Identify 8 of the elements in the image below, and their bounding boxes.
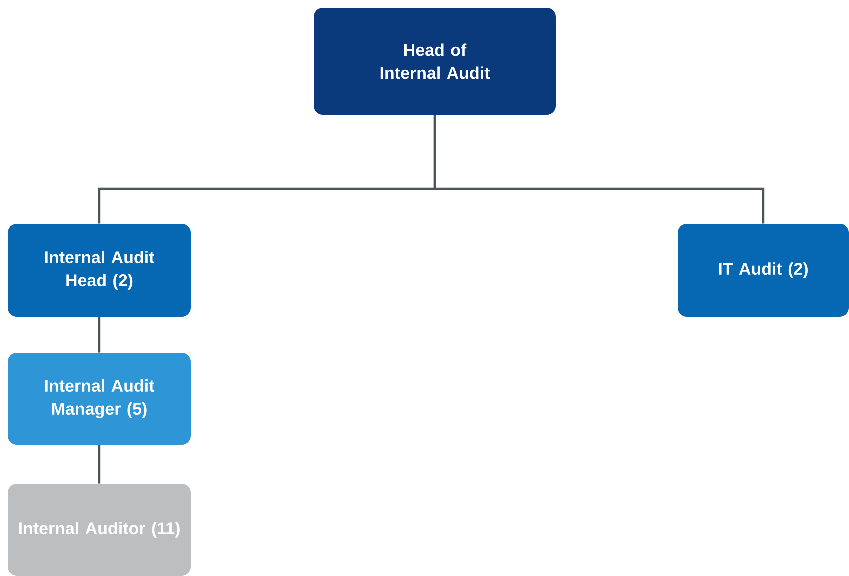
- org-box: Head of Internal Audit: [314, 8, 556, 115]
- org-box: Internal Auditor (11): [8, 484, 191, 576]
- org-box: Internal Audit Manager (5): [8, 353, 191, 445]
- connector-line: [434, 115, 765, 224]
- org-box: IT Audit (2): [678, 224, 849, 317]
- org-box: Internal Audit Head (2): [8, 224, 191, 317]
- connector-line: [98, 317, 101, 353]
- connector-line: [98, 445, 101, 484]
